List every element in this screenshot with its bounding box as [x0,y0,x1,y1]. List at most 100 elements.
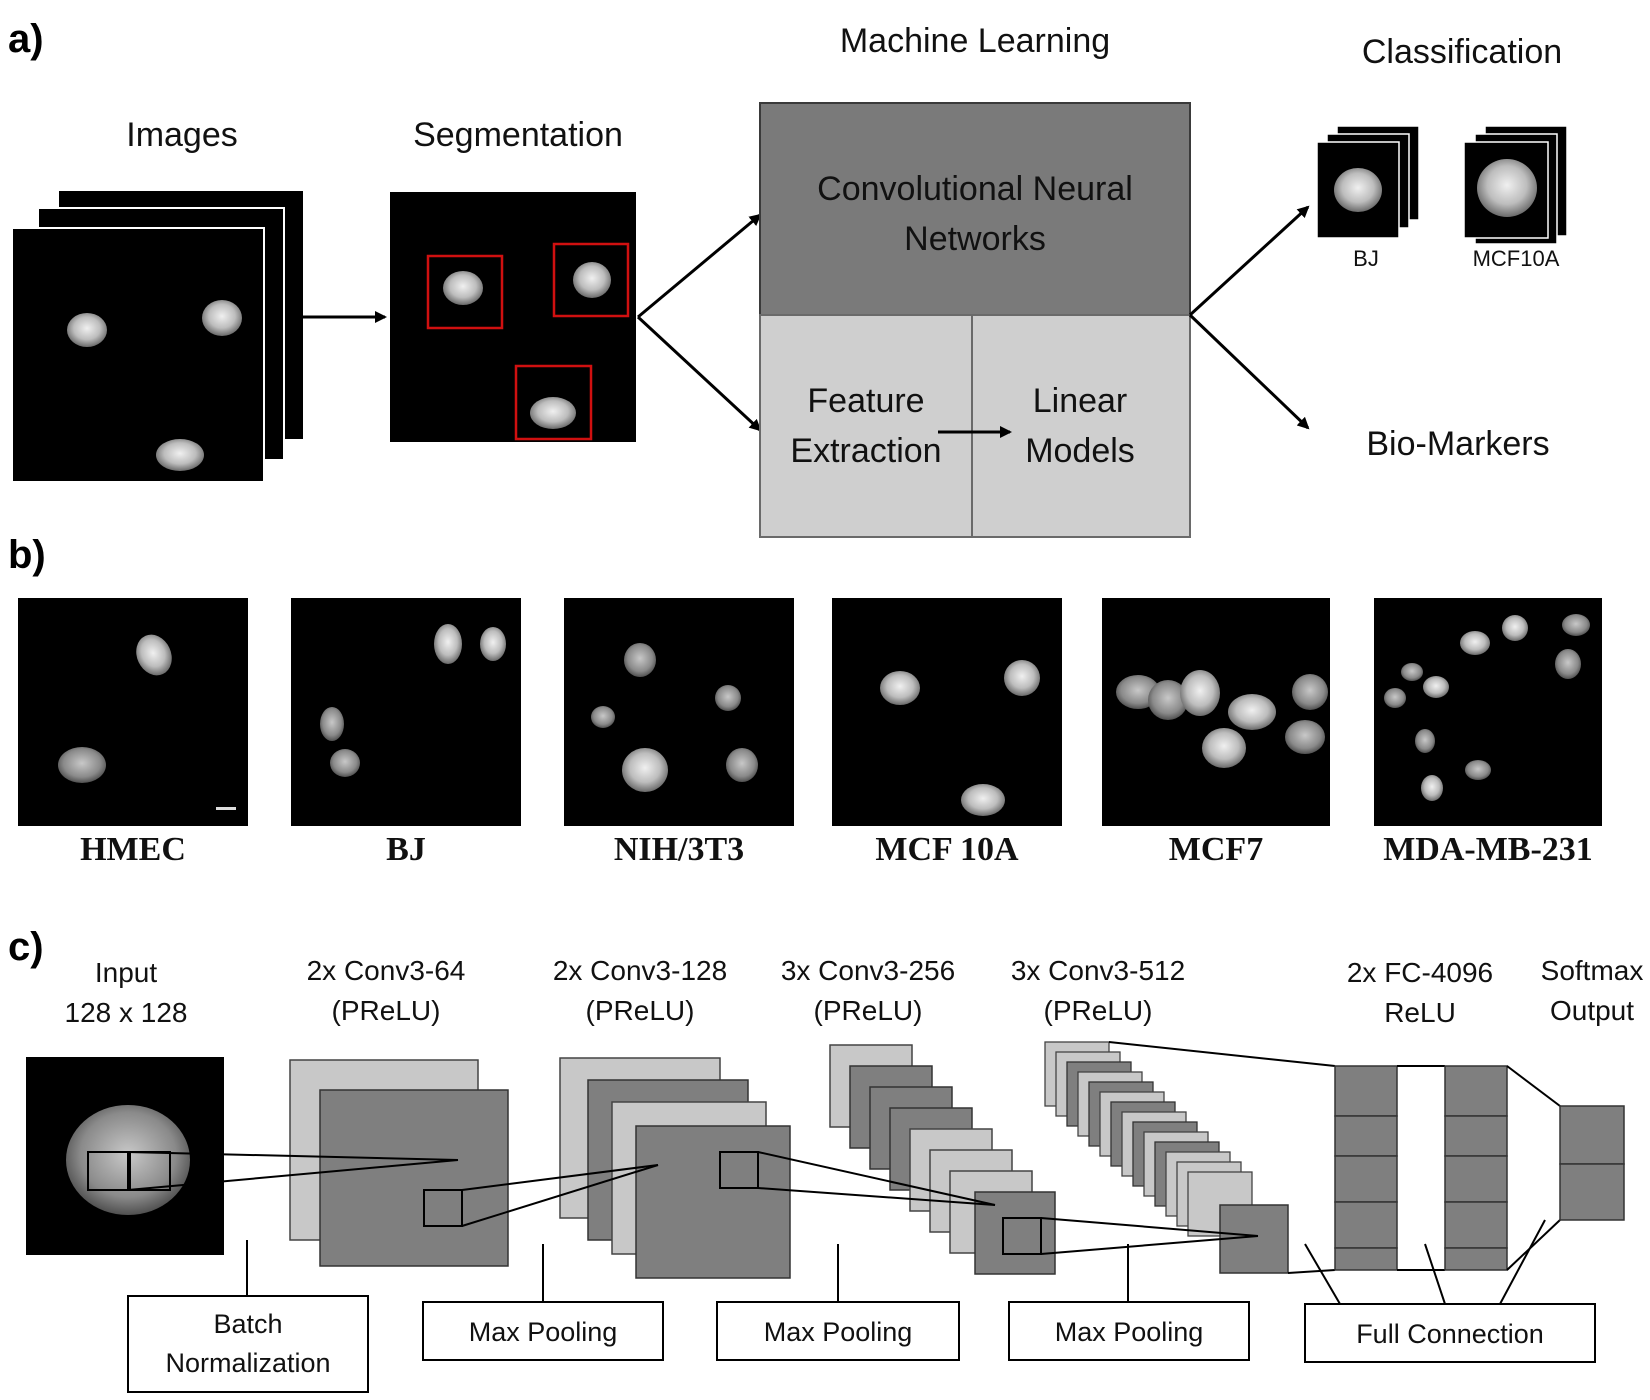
maxpool-label-3: Max Pooling [1055,1317,1204,1347]
cell-line-mda-mb-231: MDA-MB-231 [1383,831,1593,868]
connection-line [1040,1217,1259,1237]
nucleus [202,300,242,336]
segment-box [426,254,504,330]
cell-image-nih3t3 [564,598,794,826]
linear-label-line1: Linear [1033,382,1128,420]
arrow-to-classification [1188,205,1310,317]
cell-image-hmec [18,598,248,826]
connection-line [127,1159,459,1191]
class-mcf10a-label: MCF10A [1473,246,1560,271]
nucleus [530,397,576,429]
conv128-label-line1: 2x Conv3-128 [553,955,727,986]
ml-title: Machine Learning [840,22,1110,60]
batchnorm-label-line1: Batch [213,1309,282,1339]
cnn-label-line1: Convolutional Neural [817,170,1133,208]
input-image [26,1057,224,1255]
class-mcf10a-stack [1463,125,1568,245]
conv256-label-line1: 3x Conv3-256 [781,955,955,986]
fullconn-box [1304,1303,1596,1363]
images-label: Images [126,116,238,154]
conv512-block [1044,1041,1289,1274]
softmax-layer [1559,1105,1625,1221]
cell-line-mcf10a: MCF 10A [875,831,1019,868]
connection-line [757,1187,996,1206]
arrow-to-features [636,315,762,432]
nucleus [156,439,204,471]
connection-line [1506,1219,1561,1271]
scale-bar [216,807,236,810]
feature-extraction-box [759,314,973,538]
image-stack [11,189,305,483]
connector [1499,1219,1546,1305]
cnn-label-line2: Networks [904,220,1046,258]
conv128-block [559,1057,791,1279]
segment-box [514,364,593,441]
receptive-field [87,1151,131,1191]
maxpool-box-1 [422,1301,664,1361]
conv64-block [289,1059,509,1267]
maxpool-label-2: Max Pooling [764,1317,913,1347]
connection-line [127,1151,459,1161]
input-label-line2: 128 x 128 [65,997,188,1028]
connection-line [1040,1235,1259,1255]
nucleus [443,271,483,305]
conv256-label-line2: (PReLU) [814,995,923,1026]
maxpool-label-1: Max Pooling [469,1317,618,1347]
connection-line [461,1164,659,1191]
fc-layer-2 [1444,1065,1508,1271]
connection-line [461,1164,659,1227]
maxpool-box-3 [1008,1301,1250,1361]
connection-line [1108,1041,1336,1067]
biomarkers-label: Bio-Markers [1366,425,1549,463]
classification-label: Classification [1362,33,1562,71]
maxpool-box-2 [716,1301,960,1361]
arrow-to-biomarkers [1188,313,1310,430]
cell-image-bj [291,598,521,826]
cell-image-mcf10a [832,598,1062,826]
segment-box [552,242,630,318]
connection-line [1287,1269,1336,1274]
connector [1304,1243,1341,1305]
class-bj-label: BJ [1353,246,1379,271]
panel-a-label: a) [8,17,44,61]
softmax-label-line1: Softmax [1541,955,1644,986]
feature-label-line2: Extraction [790,432,941,470]
class-bj-stack [1316,125,1420,239]
segmentation-label: Segmentation [413,116,623,154]
nucleus [1334,168,1382,212]
connection-line [1506,1065,1561,1107]
cell-image-mcf7 [1102,598,1330,826]
arrow-to-cnn [637,213,762,319]
conv64-label-line2: (PReLU) [332,995,441,1026]
softmax-label-line2: Output [1550,995,1634,1026]
fc-layer-1 [1334,1065,1398,1271]
conv512-label-line1: 3x Conv3-512 [1011,955,1185,986]
panel-b-label: b) [8,533,46,577]
nucleus [67,313,107,347]
fc-label-line1: 2x FC-4096 [1347,957,1493,988]
conv256-block [829,1044,1056,1275]
batchnorm-box [127,1295,369,1393]
conv512-label-line2: (PReLU) [1044,995,1153,1026]
segmentation-image [390,192,636,442]
cell-line-hmec: HMEC [80,831,186,868]
input-label-line1: Input [95,957,157,988]
cnn-box [759,102,1191,316]
connection-line [757,1151,996,1206]
feature-label-line1: Feature [807,382,924,420]
cell-line-bj: BJ [386,831,426,868]
panel-c-label: c) [8,925,44,969]
cell-image-mda-mb-231 [1374,598,1602,826]
batchnorm-label-line2: Normalization [165,1348,330,1378]
cell-line-nih3t3: NIH/3T3 [614,831,744,868]
ml-box: Convolutional Neural Networks Feature Ex… [759,102,1191,538]
conv64-label-line1: 2x Conv3-64 [307,955,466,986]
nucleus [573,262,611,298]
nucleus [1477,159,1537,217]
linear-models-box [971,314,1191,538]
linear-label-line2: Models [1025,432,1135,470]
conv128-label-line2: (PReLU) [586,995,695,1026]
fc-label-line2: ReLU [1384,997,1456,1028]
connector [1424,1243,1446,1305]
